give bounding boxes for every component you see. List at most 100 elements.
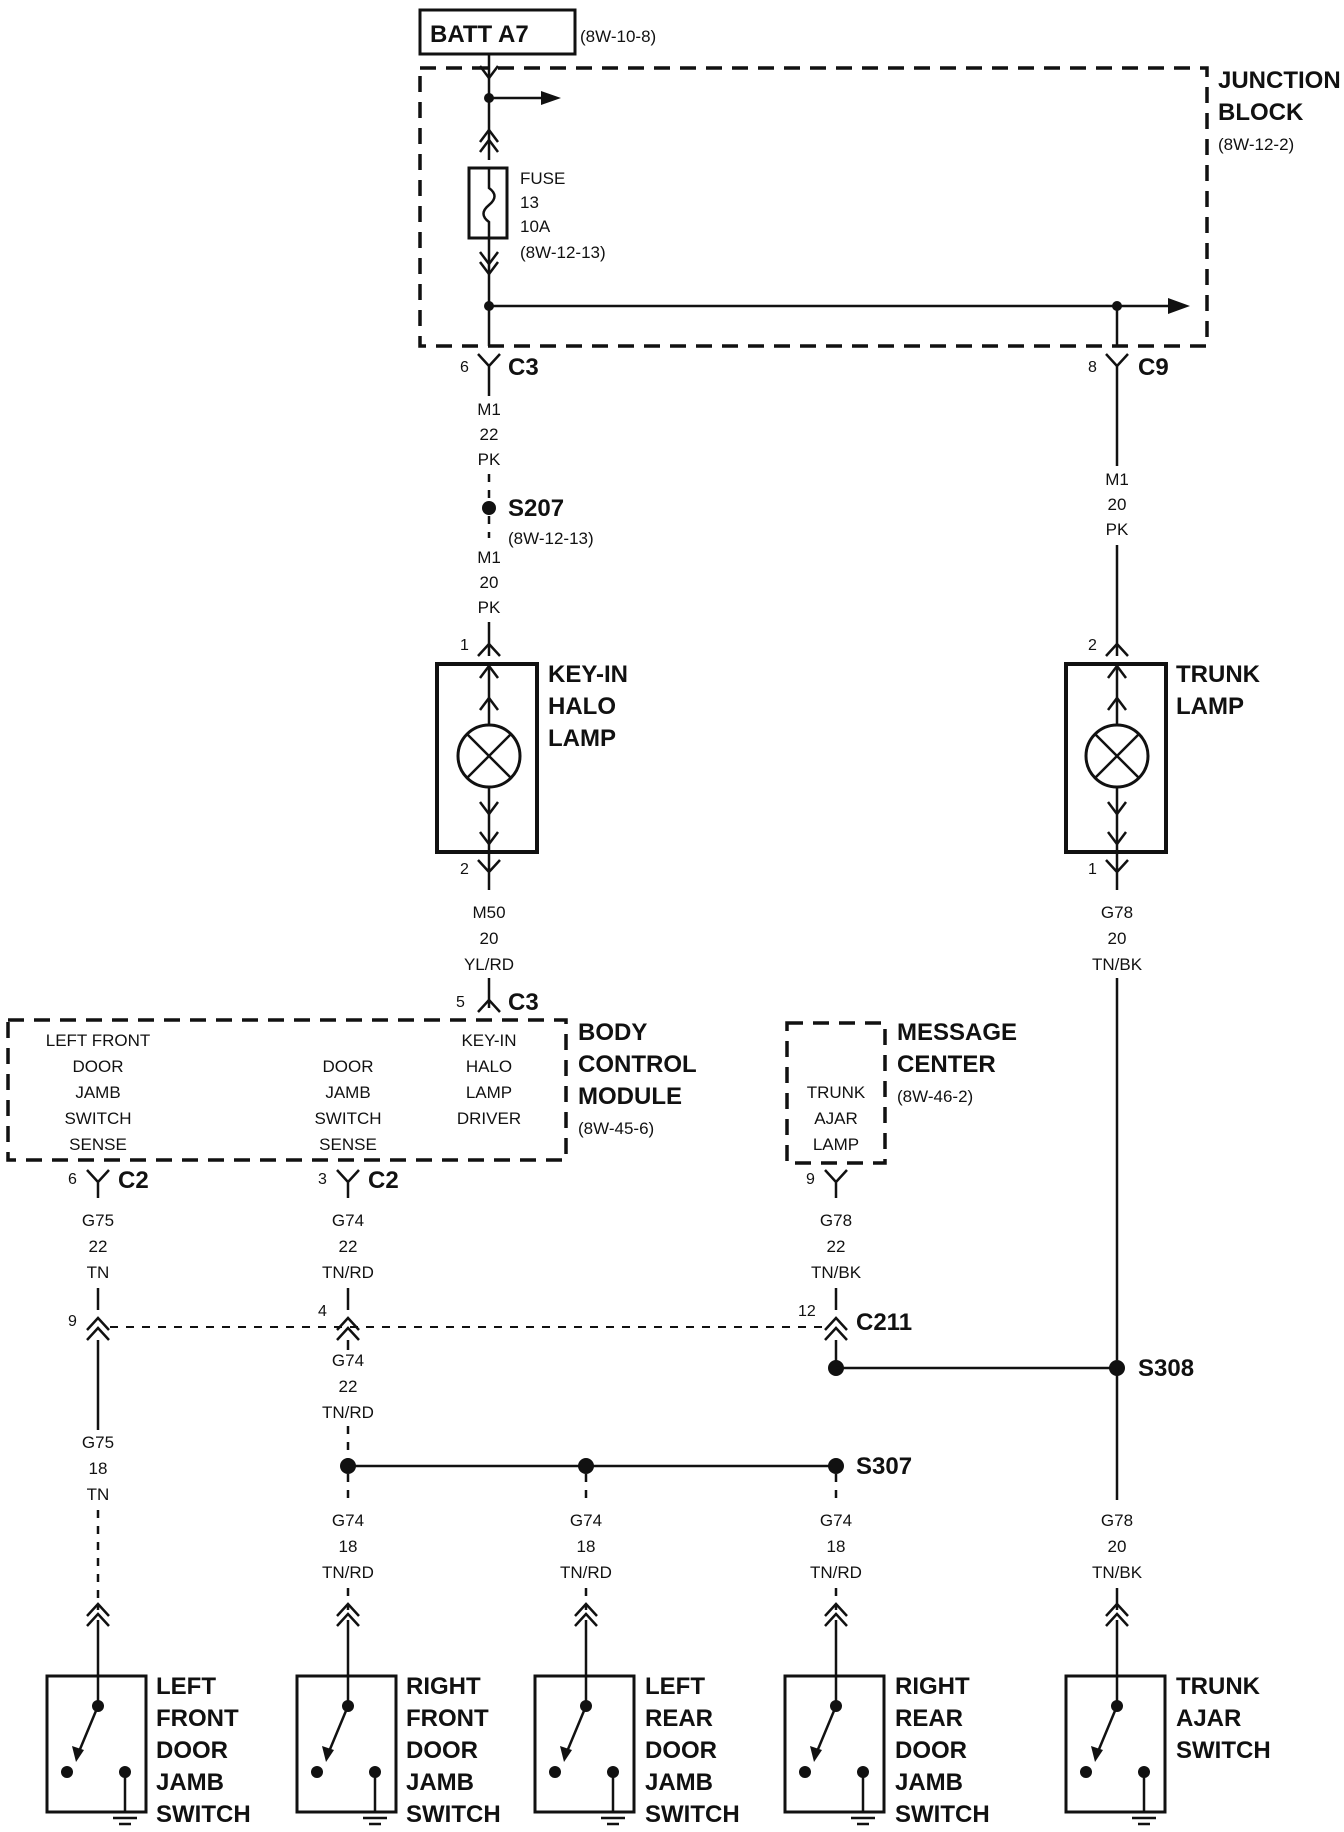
c211-pin9-connector	[86, 1316, 110, 1341]
wire-g74-22-top-label-1: G74	[332, 1211, 364, 1230]
bcm-lf-sense-1: LEFT FRONT	[46, 1031, 151, 1050]
wire-g78-right-top-label-2: 20	[1108, 929, 1127, 948]
junction-block-outline	[418, 66, 1209, 348]
wire-g78-22-label-1: G78	[820, 1211, 852, 1230]
lamp-cross-icon	[466, 733, 512, 779]
ta-switch-connector	[1105, 1602, 1129, 1627]
wire-m1-20-right-label-1: M1	[1105, 470, 1129, 489]
keyin-halo-lamp-box	[435, 662, 539, 854]
lr-switch-label-5: SWITCH	[645, 1801, 740, 1828]
rf-door-jamb-switch-box	[295, 1674, 398, 1814]
ground-icon	[357, 1810, 393, 1826]
c3-pin: 6	[460, 359, 469, 376]
junction-block-ref: (8W-12-2)	[1218, 135, 1294, 154]
keyin-lamp-label-3: LAMP	[548, 725, 616, 752]
keyin-pin-in: 1	[460, 637, 469, 654]
c211-pin4-connector	[336, 1316, 360, 1341]
wire-g74-22-top-label-3: TN/RD	[322, 1263, 374, 1282]
rf-switch-label-1: RIGHT	[406, 1673, 481, 1700]
wire-g74-22-bottom-label-2: 22	[339, 1377, 358, 1396]
message-center-inner-3: LAMP	[813, 1135, 859, 1154]
trunk-ajar-switch-box	[1064, 1674, 1167, 1814]
trunk-lamp-chevrons-top	[1107, 663, 1127, 711]
trunk-lamp-chevrons-bottom	[1107, 801, 1127, 847]
splice-s307	[828, 1458, 844, 1474]
ground-icon	[595, 1810, 631, 1826]
wire-m1-22-label-1: M1	[477, 400, 501, 419]
keyin-pin1-connector	[477, 642, 501, 657]
lf-switch-label-3: DOOR	[156, 1737, 228, 1764]
trunk-lamp-pin-in: 2	[1088, 637, 1097, 654]
wire-g78-right-top-label-1: G78	[1101, 903, 1133, 922]
ta-switch-label-3: SWITCH	[1176, 1737, 1271, 1764]
c9-connector-icon	[1105, 353, 1129, 368]
rr-switch-label-4: JAMB	[895, 1769, 963, 1796]
wire-g74-18-c-label-2: 18	[827, 1537, 846, 1556]
wire-g75-22-label-3: TN	[87, 1263, 110, 1282]
junction-block-title-2: BLOCK	[1218, 99, 1304, 126]
message-center-inner-2: AJAR	[814, 1109, 857, 1128]
bcm-lf-sense-5: SENSE	[69, 1135, 127, 1154]
lr-switch-label-1: LEFT	[645, 1673, 705, 1700]
wire-g74-18-b-label-3: TN/RD	[560, 1563, 612, 1582]
lf-switch-connector	[86, 1602, 110, 1627]
trunk-lamp-label-2: LAMP	[1176, 693, 1244, 720]
rr-switch-label-1: RIGHT	[895, 1673, 970, 1700]
bcm-title-2: CONTROL	[578, 1051, 697, 1078]
wire-m1-20-left-label-1: M1	[477, 548, 501, 567]
lr-switch-label-4: JAMB	[645, 1769, 713, 1796]
message-center-outline	[785, 1021, 887, 1165]
wire-g74-18-a-label-2: 18	[339, 1537, 358, 1556]
rr-switch-label-5: SWITCH	[895, 1801, 990, 1828]
switch-contact-icon	[61, 1766, 73, 1778]
c211-label: C211	[856, 1309, 912, 1336]
trunk-lamp-label-1: TRUNK	[1176, 661, 1261, 688]
message-center-inner-1: TRUNK	[807, 1083, 866, 1102]
ta-switch-label-1: TRUNK	[1176, 1673, 1261, 1700]
rr-switch-label-3: DOOR	[895, 1737, 967, 1764]
batt-a7-ref: (8W-10-8)	[580, 27, 656, 46]
rf-switch-label-2: FRONT	[406, 1705, 489, 1732]
splice-s207	[482, 501, 496, 515]
splice-s307-mid	[578, 1458, 594, 1474]
keyin-pin2-connector	[477, 852, 501, 890]
switch-arrow-icon	[810, 1746, 822, 1762]
bcm-dj-sense-3: SWITCH	[314, 1109, 381, 1128]
bcm-c3-pin: 5	[456, 994, 465, 1011]
rr-switch-label-2: REAR	[895, 1705, 963, 1732]
message-center-pin: 9	[806, 1171, 815, 1188]
wire-g74-18-b-label-2: 18	[577, 1537, 596, 1556]
batt-connector-chevron	[479, 65, 499, 81]
switch-blade-icon	[814, 1705, 838, 1755]
rf-switch-label-4: JAMB	[406, 1769, 474, 1796]
message-center-title-1: MESSAGE	[897, 1019, 1017, 1046]
c2-left-pin: 6	[68, 1171, 77, 1188]
bcm-c3-connector-icon	[477, 998, 501, 1013]
junction-block-title-1: JUNCTION	[1218, 67, 1341, 94]
trunk-lamp-pin2-connector	[1105, 642, 1129, 657]
trunk-lamp-pin1-connector	[1105, 852, 1129, 890]
wire-m1-20-left-label-2: 20	[480, 573, 499, 592]
keyin-pin-out: 2	[460, 861, 469, 878]
bcm-driver-2: HALO	[466, 1057, 512, 1076]
lf-switch-label-2: FRONT	[156, 1705, 239, 1732]
switch-blade-icon	[326, 1705, 350, 1755]
body-control-module-outline	[6, 1018, 568, 1162]
ta-switch-label-2: AJAR	[1176, 1705, 1241, 1732]
c211-pin-b: 4	[318, 1303, 327, 1320]
ground-icon	[1126, 1810, 1162, 1826]
wire-m1-22-label-2: 22	[480, 425, 499, 444]
fuse-label-3: 10A	[520, 217, 551, 236]
fuse-label-4: (8W-12-13)	[520, 243, 606, 262]
switch-arrow-icon	[322, 1746, 334, 1762]
bcm-dj-sense-2: JAMB	[325, 1083, 370, 1102]
trunk-lamp-pin-out: 1	[1088, 861, 1097, 878]
bcm-dj-sense-4: SENSE	[319, 1135, 377, 1154]
lf-switch-label-1: LEFT	[156, 1673, 216, 1700]
c2-mid-label: C2	[368, 1167, 399, 1194]
bcm-driver-4: DRIVER	[457, 1109, 521, 1128]
wire-m1-20-right-label-2: 20	[1108, 495, 1127, 514]
arrow-right-icon	[1168, 298, 1190, 314]
wire-g74-18-a-label-3: TN/RD	[322, 1563, 374, 1582]
wire-g75-18-label-1: G75	[82, 1433, 114, 1452]
